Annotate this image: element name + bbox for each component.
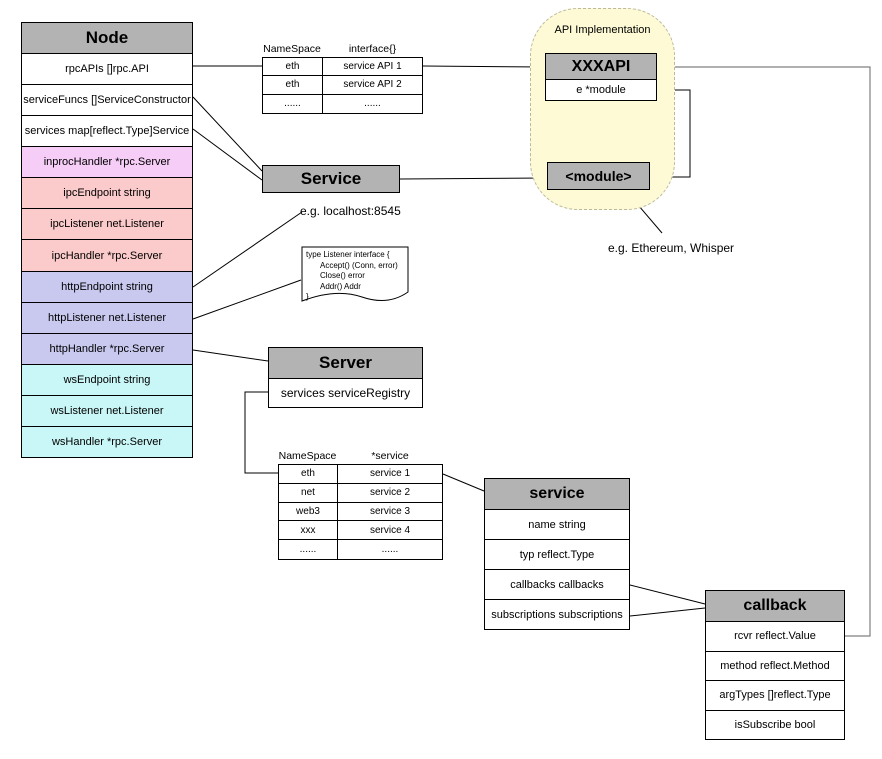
registry-table-cell: service 2 (338, 484, 442, 503)
connector-api-table-to-xxxapi (422, 65, 546, 68)
listener-note-line: type Listener interface { (306, 250, 390, 259)
xxxapi-title: XXXAPI (546, 54, 656, 80)
connector-table-to-service-struct (442, 473, 485, 492)
listener-note-line: } (306, 292, 309, 301)
callback-struct-title: callback (706, 591, 844, 622)
connector-subscriptions-to-callback (629, 607, 706, 617)
api-table-cell: eth (263, 76, 323, 95)
listener-note-line: Addr() Addr (320, 281, 361, 291)
registry-table-headers: NameSpace *service (278, 450, 443, 462)
node-title: Node (22, 23, 192, 54)
connector-callbacks-to-callback (629, 584, 706, 605)
node-struct: Node rpcAPIs []rpc.API serviceFuncs []Se… (21, 22, 193, 458)
registry-table-cell: web3 (279, 502, 338, 522)
registry-table-cell: net (279, 483, 338, 503)
registry-table-col2-header: *service (371, 450, 409, 462)
callback-field-method: method reflect.Method (706, 651, 844, 681)
node-field-rpcapis: rpcAPIs []rpc.API (22, 54, 192, 86)
listener-note-line: Close() error (320, 271, 365, 280)
xxxapi-struct: XXXAPI e *module (545, 53, 657, 101)
registry-table-cell: service 1 (338, 465, 442, 484)
listener-note-shape (301, 246, 409, 302)
service-field-name: name string (485, 510, 629, 540)
registry-table: eth service 1 net service 2 web3 service… (278, 464, 443, 560)
registry-table-cell: eth (279, 465, 338, 484)
connector-xxxapi-to-callback (657, 66, 871, 637)
node-field-servicefuncs: serviceFuncs []ServiceConstructor (22, 85, 192, 117)
connector-httplistener-to-note (192, 279, 302, 320)
node-field-ipcendpoint: ipcEndpoint string (22, 178, 192, 210)
server-title: Server (269, 348, 422, 379)
api-table-cell: ...... (263, 94, 323, 113)
callback-field-rcvr: rcvr reflect.Value (706, 622, 844, 652)
registry-table-cell: service 4 (338, 521, 442, 541)
connector-registry-elbow (244, 391, 278, 474)
connector-httpendpoint-to-localhost (192, 211, 303, 288)
node-field-services: services map[reflect.Type]Service (22, 116, 192, 148)
service-box: Service (262, 165, 400, 193)
node-field-httphandler: httpHandler *rpc.Server (22, 333, 192, 365)
service-struct-title: service (485, 479, 629, 510)
node-field-wslistener: wsListener net.Listener (22, 395, 192, 427)
node-field-httplistener: httpListener net.Listener (22, 302, 192, 334)
server-field-serviceregistry: services serviceRegistry (269, 379, 422, 407)
api-table: eth service API 1 eth service API 2 ....… (262, 57, 423, 114)
callback-field-issubscribe: isSubscribe bool (706, 710, 844, 739)
localhost-note: e.g. localhost:8545 (300, 204, 401, 218)
service-field-typ: typ reflect.Type (485, 540, 629, 570)
node-field-wshandler: wsHandler *rpc.Server (22, 426, 192, 458)
api-table-headers: NameSpace interface{} (262, 43, 423, 55)
module-box: <module> (547, 162, 650, 190)
registry-table-cell: ...... (279, 540, 338, 559)
api-table-cell: eth (263, 58, 323, 77)
registry-table-cell: service 3 (338, 503, 442, 522)
api-table-cell: service API 1 (323, 58, 422, 77)
api-table-col1-header: NameSpace (263, 43, 321, 55)
registry-table-cell: ...... (381, 544, 399, 556)
callback-struct: callback rcvr reflect.Value method refle… (705, 590, 845, 740)
node-field-ipchandler: ipcHandler *rpc.Server (22, 240, 192, 272)
api-table-cell: ...... (364, 98, 381, 110)
service-struct: service name string typ reflect.Type cal… (484, 478, 630, 630)
connector-servicefuncs-to-service (192, 96, 263, 172)
connector-service-to-module (399, 177, 548, 180)
node-field-inprochandler: inprocHandler *rpc.Server (22, 147, 192, 179)
api-table-col2-header: interface{} (348, 43, 397, 55)
connector-services-to-service (192, 128, 263, 181)
registry-table-cell: xxx (279, 521, 338, 541)
connector-httphandler-to-server (192, 349, 269, 362)
listener-note-line: Accept() (Conn, error) (320, 260, 398, 270)
node-field-wsendpoint: wsEndpoint string (22, 364, 192, 396)
registry-table-col1-header: NameSpace (278, 450, 337, 462)
service-field-callbacks: callbacks callbacks (485, 570, 629, 600)
service-field-subscriptions: subscriptions subscriptions (485, 600, 629, 629)
xxxapi-field-emodule: e *module (546, 80, 656, 100)
listener-note-text: type Listener interface { Accept() (Conn… (306, 250, 406, 303)
node-field-httpendpoint: httpEndpoint string (22, 271, 192, 303)
api-table-cell: service API 2 (323, 76, 422, 95)
callback-field-argtypes: argTypes []reflect.Type (706, 681, 844, 711)
api-implementation-label: API Implementation (554, 24, 651, 36)
server-struct: Server services serviceRegistry (268, 347, 423, 408)
node-field-ipclistener: ipcListener net.Listener (22, 209, 192, 241)
ethereum-whisper-note: e.g. Ethereum, Whisper (608, 241, 735, 255)
